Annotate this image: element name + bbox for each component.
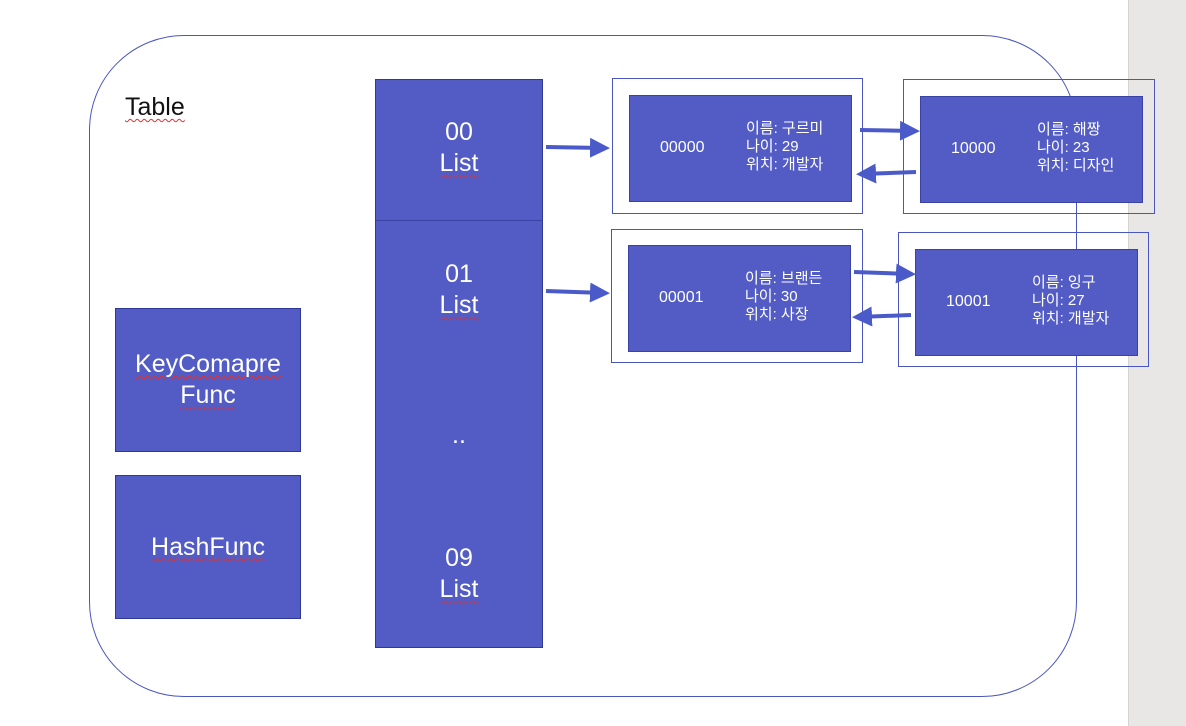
node-10001-key: 10001 (946, 293, 991, 310)
bucket-ellipsis-index: .. (452, 421, 466, 449)
node-10000: 10000 이름: 해짱 나이: 23 위치: 디자인 (920, 96, 1143, 203)
node-10001-info: 이름: 잉구 나이: 27 위치: 개발자 (1032, 274, 1109, 328)
bucket-09: 09 List (375, 543, 543, 605)
node-frame-10000 (903, 79, 1155, 214)
bucket-divider (375, 220, 543, 221)
node-00000-key: 00000 (660, 139, 705, 156)
node-10000-role: 위치: 디자인 (1037, 157, 1115, 174)
bucket-01: 01 List (375, 259, 543, 321)
hash-func-label: HashFunc (151, 532, 265, 561)
node-10001-name: 이름: 잉구 (1032, 274, 1096, 291)
bucket-00: 00 List (375, 117, 543, 179)
key-compare-func-box: KeyComapre Func (115, 308, 301, 452)
bucket-array (375, 79, 543, 648)
node-10001-age: 나이: 27 (1032, 292, 1085, 309)
table-title: Table (125, 93, 185, 121)
bucket-ellipsis: .. (375, 420, 543, 451)
node-00000-role: 위치: 개발자 (746, 156, 824, 173)
node-00000-info: 이름: 구르미 나이: 29 위치: 개발자 (746, 120, 823, 174)
node-10001-role: 위치: 개발자 (1032, 310, 1110, 327)
key-compare-func-line2: Func (180, 381, 236, 409)
node-00000-name: 이름: 구르미 (746, 120, 824, 137)
node-00001-name: 이름: 브랜든 (745, 270, 823, 287)
bucket-01-label: List (439, 291, 479, 319)
node-00001: 00001 이름: 브랜든 나이: 30 위치: 사장 (628, 245, 851, 352)
bucket-01-index: 01 (445, 260, 473, 288)
node-frame-00000 (612, 78, 863, 214)
node-00000: 00000 이름: 구르미 나이: 29 위치: 개발자 (629, 95, 852, 202)
node-10000-info: 이름: 해짱 나이: 23 위치: 디자인 (1037, 121, 1114, 175)
node-00001-age: 나이: 30 (745, 288, 798, 305)
node-10000-key: 10000 (951, 140, 996, 157)
node-00000-age: 나이: 29 (746, 138, 799, 155)
bucket-09-label: List (439, 575, 479, 603)
node-00001-role: 위치: 사장 (745, 306, 809, 323)
bucket-09-index: 09 (445, 544, 473, 572)
hash-func-box: HashFunc (115, 475, 301, 619)
node-00001-info: 이름: 브랜든 나이: 30 위치: 사장 (745, 270, 822, 324)
key-compare-func-line1: KeyComapre (135, 350, 281, 378)
node-frame-10001 (898, 232, 1149, 367)
node-10000-age: 나이: 23 (1037, 139, 1090, 156)
node-frame-00001 (611, 229, 863, 363)
node-10001: 10001 이름: 잉구 나이: 27 위치: 개발자 (915, 249, 1138, 356)
node-00001-key: 00001 (659, 289, 704, 306)
bucket-00-label: List (439, 149, 479, 177)
node-10000-name: 이름: 해짱 (1037, 121, 1101, 138)
bucket-00-index: 00 (445, 118, 473, 146)
